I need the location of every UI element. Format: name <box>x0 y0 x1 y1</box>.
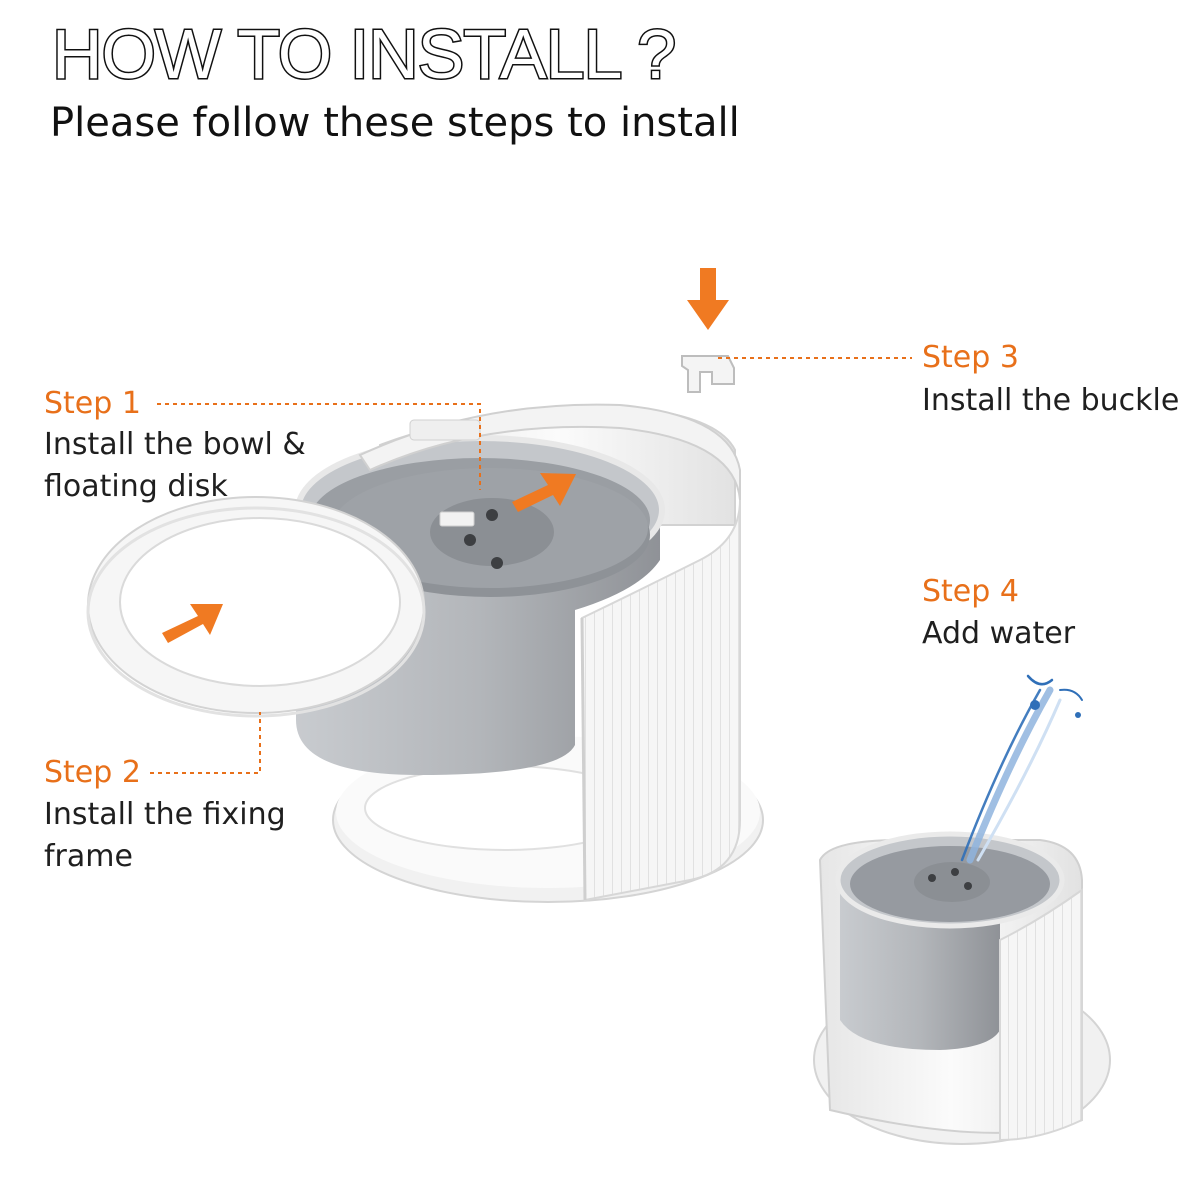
step-2-label: Step 2 <box>44 755 141 790</box>
step-4-text: Add water <box>922 616 1076 651</box>
step-3-text: Install the buckle <box>922 383 1180 418</box>
step-1-label: Step 1 <box>44 386 141 421</box>
step-4-label: Step 4 <box>922 574 1019 609</box>
water-stream <box>960 674 1083 864</box>
orange-arrows <box>162 268 729 643</box>
page-title: HOW TO INSTALL ? <box>50 14 677 95</box>
buckle-part <box>681 355 735 393</box>
fixing-frame-ring <box>86 496 426 718</box>
step-1-text: Install the bowl & floating disk <box>44 427 306 504</box>
page-subtitle: Please follow these steps to install <box>50 100 740 146</box>
small-fountain <box>813 831 1111 1145</box>
step-3-label: Step 3 <box>922 340 1019 375</box>
step-2-text: Install the fixing frame <box>44 797 286 874</box>
leader-lines <box>150 357 912 774</box>
